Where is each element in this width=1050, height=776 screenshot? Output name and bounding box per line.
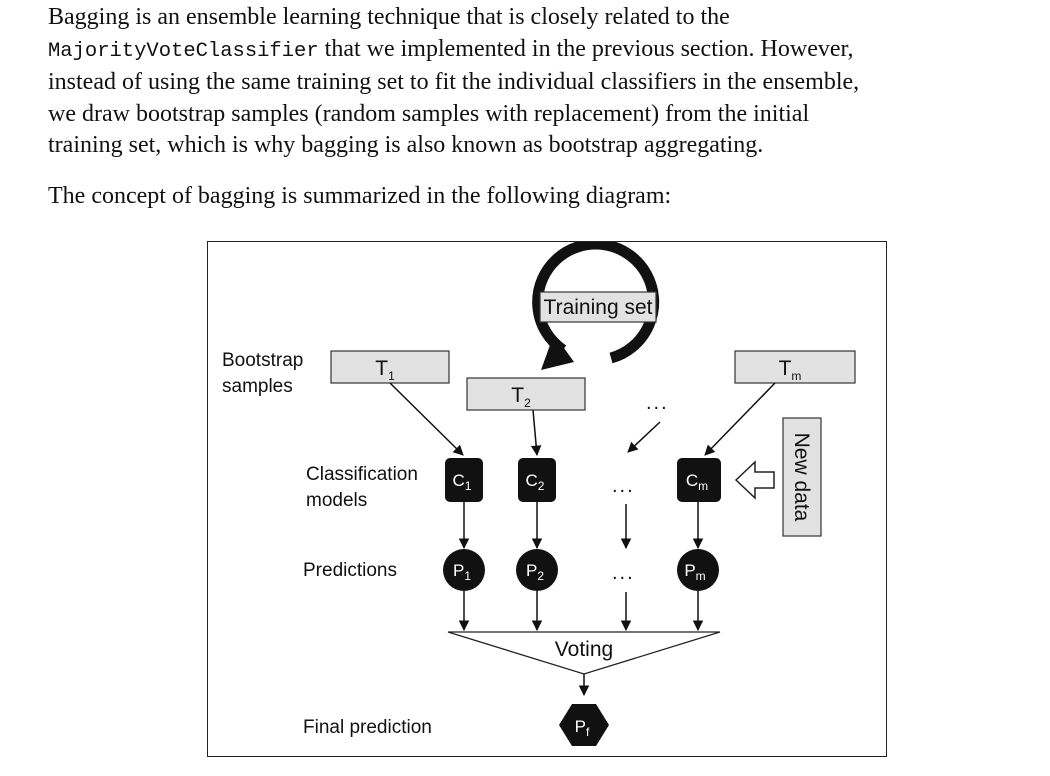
bagging-diagram-svg: Training set Bootstrap samples Classific…	[222, 242, 856, 746]
arrow-dots-classifier	[627, 421, 661, 453]
classifier-c2: C2	[518, 458, 556, 502]
classification-label-line2: models	[306, 490, 367, 511]
final-prediction-node: Pf	[559, 704, 609, 746]
voting-label: Voting	[555, 638, 613, 661]
arrow-t2-c2	[530, 409, 542, 457]
new-data-box: New data	[782, 417, 822, 537]
bagging-diagram: Training set Bootstrap samples Classific…	[207, 241, 887, 757]
training-set-box: Training set	[539, 291, 657, 323]
prediction-pm: Pm	[677, 549, 719, 591]
paragraph-line-5: training set, which is why bagging is al…	[48, 132, 764, 158]
arrow-t1-c1	[389, 382, 464, 456]
prediction-p1: P1	[443, 549, 485, 591]
bootstrap-ellipsis: ...	[646, 392, 669, 414]
svg-text:P1: P1	[453, 561, 471, 583]
cycle-arrow-icon	[532, 242, 660, 370]
svg-text:C2: C2	[526, 471, 545, 493]
paragraph-line-3: instead of using the same training set t…	[48, 69, 860, 95]
voting-funnel: Voting	[447, 631, 721, 675]
training-set-label: Training set	[544, 296, 653, 319]
paragraph-line-2: that we implemented in the previous sect…	[318, 35, 854, 62]
final-prediction-label: Final prediction	[303, 717, 432, 738]
bootstrap-sample-t1: T1	[330, 350, 450, 384]
paragraph-line-1: Bagging is an ensemble learning techniqu…	[48, 4, 730, 30]
prediction-ellipsis: ...	[612, 562, 635, 584]
bootstrap-sample-tm: Tm	[734, 350, 856, 384]
diagram-caption-paragraph: The concept of bagging is summarized in …	[48, 183, 672, 209]
svg-text:T2: T2	[511, 384, 531, 410]
svg-text:Pm: Pm	[684, 561, 705, 583]
bootstrap-label-line2: samples	[222, 376, 293, 397]
bootstrap-label-line1: Bootstrap	[222, 350, 303, 371]
svg-text:Pf: Pf	[575, 717, 590, 739]
svg-text:T1: T1	[375, 357, 395, 383]
svg-text:C1: C1	[453, 471, 472, 493]
bootstrap-sample-t2: T2	[466, 377, 586, 411]
arrow-tm-cm	[704, 382, 776, 456]
predictions-label: Predictions	[303, 560, 397, 581]
svg-text:P2: P2	[526, 561, 544, 583]
paragraph-line-4: we draw bootstrap samples (random sample…	[48, 100, 810, 127]
prediction-p2: P2	[516, 549, 558, 591]
svg-text:Tm: Tm	[779, 357, 802, 383]
classifier-cm: Cm	[677, 458, 721, 502]
svg-text:Cm: Cm	[686, 471, 708, 493]
new-data-arrow-icon	[734, 460, 775, 500]
classifier-c1: C1	[445, 458, 483, 502]
classifier-ellipsis: ...	[612, 475, 635, 497]
code-term: MajorityVoteClassifier	[48, 39, 319, 63]
classification-label-line1: Classification	[306, 464, 418, 485]
intro-paragraph: Bagging is an ensemble learning techniqu…	[48, 2, 1038, 162]
new-data-label: New data	[790, 433, 813, 522]
